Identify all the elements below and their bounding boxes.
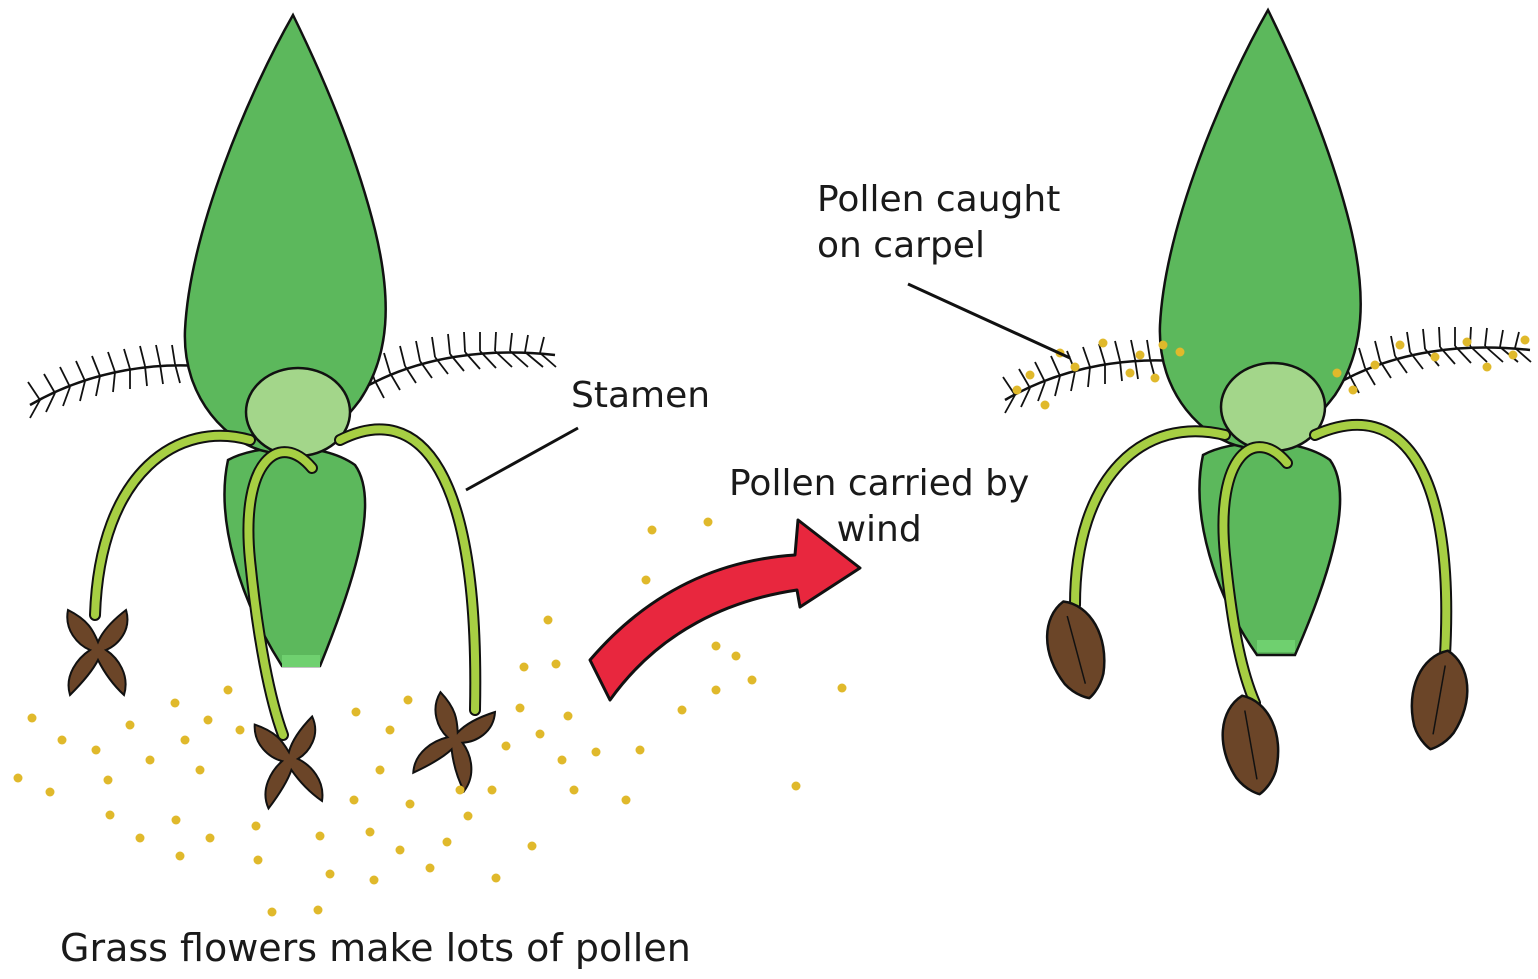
wind-label-line1: Pollen carried by bbox=[729, 461, 1029, 507]
caught-pointer-line bbox=[908, 284, 1070, 358]
left-flower bbox=[28, 15, 556, 809]
wind-label-line2: wind bbox=[729, 507, 1029, 553]
left-anther-1 bbox=[67, 610, 127, 695]
caught-label: Pollen caught on carpel bbox=[817, 177, 1060, 269]
right-anther-2 bbox=[1216, 691, 1287, 799]
right-flower bbox=[1003, 10, 1531, 799]
left-anther-3 bbox=[411, 692, 497, 792]
right-ovary bbox=[1221, 363, 1325, 451]
left-ovary bbox=[246, 368, 350, 456]
caption: Grass flowers make lots of pollen bbox=[60, 925, 691, 971]
right-anther-1 bbox=[1037, 595, 1115, 706]
stamen-label: Stamen bbox=[571, 373, 710, 419]
caught-label-line1: Pollen caught bbox=[817, 177, 1060, 223]
right-anther-3 bbox=[1404, 646, 1475, 754]
wind-label: Pollen carried by wind bbox=[729, 461, 1029, 553]
stamen-pointer-line bbox=[466, 428, 578, 490]
caught-label-line2: on carpel bbox=[817, 223, 1060, 269]
left-anther-2 bbox=[254, 716, 325, 809]
left-carpel-feather-right bbox=[360, 332, 556, 398]
